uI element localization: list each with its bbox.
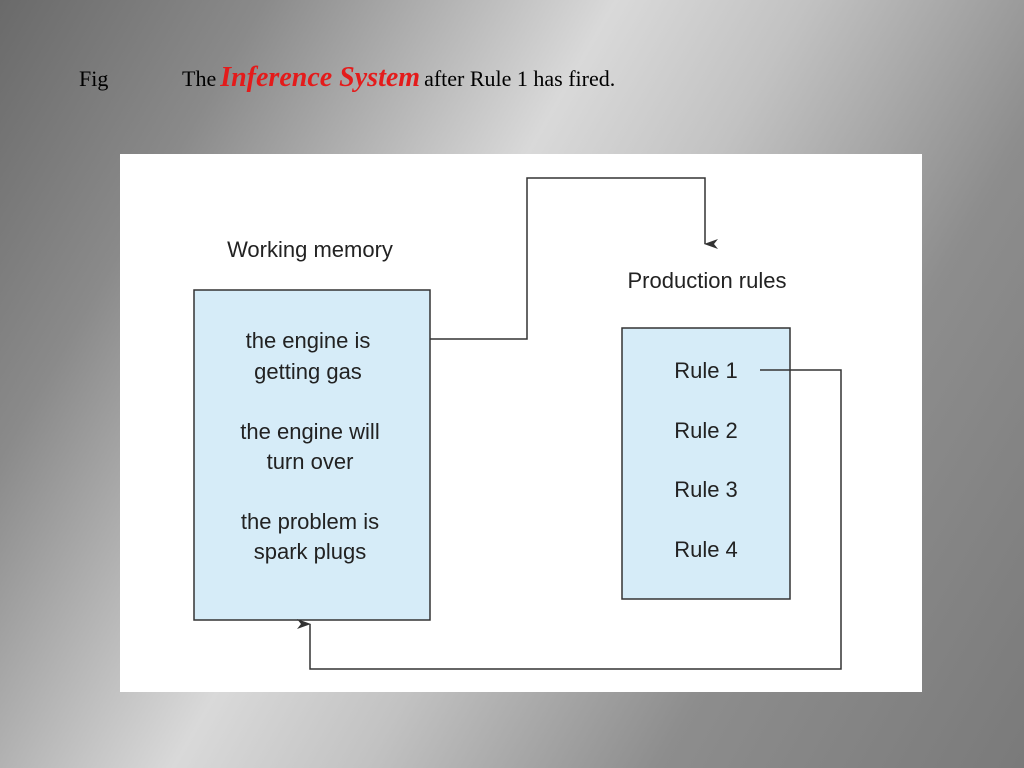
diagram-panel: Working memory the engine is getting gas… [120,154,922,692]
production-rules-box [621,327,791,600]
rule-1-label: Rule 1 [674,358,738,383]
fact-2-line-2: turn over [267,449,354,474]
fact-3-line-2: spark plugs [254,539,367,564]
fact-1-line-1: the engine is [246,328,371,353]
fact-2-line-1: the engine will [240,419,379,444]
figure-label: Fig [79,66,109,91]
rule-4-label: Rule 4 [674,537,738,562]
fact-1-line-2: getting gas [254,359,362,384]
caption-emphasis: Inference System [220,62,421,93]
caption-prefix: The [182,66,217,91]
rule1-to-memory-arrow [297,369,842,670]
production-rules-heading: Production rules [628,268,787,293]
caption-suffix: after Rule 1 has fired. [424,66,616,91]
fact-3-line-1: the problem is [241,509,379,534]
working-memory-box [193,289,431,621]
memory-to-rules-arrow [430,177,718,340]
slide-caption: Fig The Inference System after Rule 1 ha… [0,62,1024,102]
inference-system-diagram: Working memory the engine is getting gas… [193,177,842,670]
rule-3-label: Rule 3 [674,477,738,502]
rule-2-label: Rule 2 [674,418,738,443]
figure-caption: The Inference System after Rule 1 has fi… [182,62,615,94]
working-memory-heading: Working memory [227,237,393,262]
